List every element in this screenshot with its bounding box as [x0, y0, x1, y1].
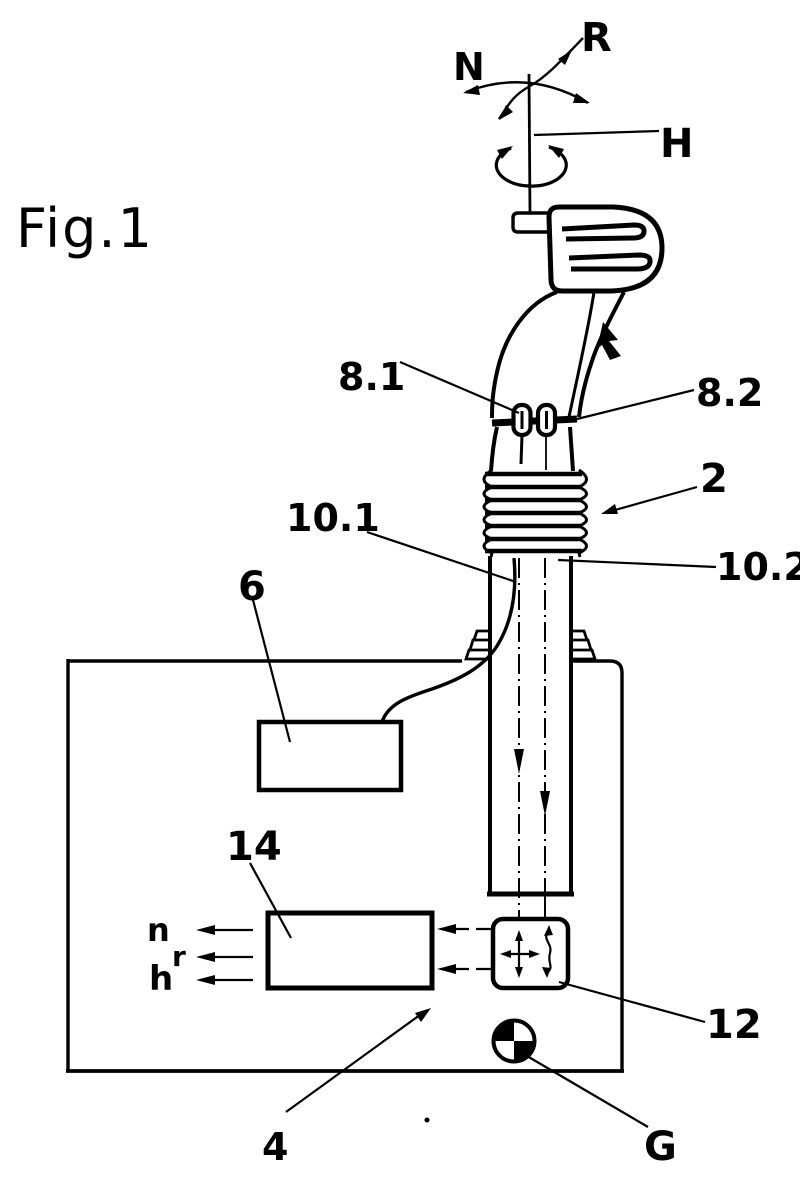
- tilt-r-arrowhead-up-icon: [558, 50, 572, 65]
- figure-caption: Fig.1: [16, 197, 154, 260]
- leader-12: [558, 980, 706, 1024]
- label-n: N: [453, 45, 485, 89]
- tilt-n-arrowhead-right-icon: [573, 93, 590, 103]
- flow-arrow-down-1-icon: [514, 749, 524, 774]
- housing-top-right-and-right-edge: [571, 659, 624, 1070]
- label-out-h: h: [149, 959, 173, 999]
- tilt-r-arrowhead-down-icon: [499, 105, 513, 120]
- grommet-left-steps: [464, 629, 490, 661]
- gravity-quadrant-topleft: [493, 1020, 514, 1041]
- label-4: 4: [262, 1125, 288, 1169]
- evaluation-box-group: 14 n r h: [147, 824, 435, 999]
- tilt-r-arrow-line: [497, 37, 584, 120]
- label-8-1: 8.1: [338, 355, 405, 399]
- shower-head-group: [490, 204, 665, 419]
- label-out-r: r: [172, 940, 186, 973]
- rotation-arrowhead-left-icon: [497, 146, 513, 159]
- label-6: 6: [238, 564, 266, 610]
- tilt-n-arrow-arc: [465, 81, 589, 105]
- height-h-line: [533, 129, 660, 137]
- neck-right-outer-line: [577, 291, 626, 418]
- signal-cable: [380, 557, 517, 723]
- rotation-s-arrow: [545, 930, 552, 973]
- leader-g: [526, 1055, 649, 1128]
- crosshair-down-head-icon: [515, 967, 523, 978]
- link-arrow-top-head-icon: [437, 924, 456, 934]
- neck-right-inner-line: [567, 291, 596, 418]
- neck-below-clamp-left: [489, 426, 499, 472]
- output-arrow-h-head-icon: [196, 975, 215, 985]
- head-slot-upper: [561, 222, 647, 242]
- shower-head-outline: [546, 204, 665, 294]
- neck-left-line: [490, 290, 558, 419]
- s-arrow-bottom-head-icon: [542, 967, 551, 978]
- base-housing-group: 4: [66, 659, 624, 1169]
- trigger-arrow-icon: [597, 322, 621, 360]
- clamp-band: [491, 415, 578, 427]
- evaluation-box-14: [265, 910, 435, 991]
- label-14: 14: [226, 824, 282, 870]
- leader-8-1: [399, 360, 520, 415]
- bellows-ridges: [485, 471, 582, 554]
- bellows-left-corrugation: [482, 468, 496, 558]
- neck-below-clamp-right: [568, 426, 575, 472]
- crosshair-left-head-icon: [500, 950, 511, 958]
- label-10-1: 10.1: [286, 496, 380, 540]
- gravity-quadrant-bottomright: [514, 1041, 535, 1062]
- label-2: 2: [700, 456, 728, 502]
- control-box-6: [256, 719, 404, 793]
- link-arrow-bottom-head-icon: [437, 964, 456, 974]
- pivot-axis-line: [527, 73, 532, 215]
- output-arrow-r-head-icon: [196, 952, 215, 962]
- arrow-2-line: [607, 485, 698, 514]
- tilt-n-arrowhead-left-icon: [463, 85, 480, 95]
- control-box-group: 6: [238, 557, 517, 793]
- flow-arrow-down-2-icon: [540, 791, 550, 816]
- output-arrows: [196, 925, 253, 985]
- arrow-2-head-icon: [601, 504, 618, 514]
- clamp-left-stem: [519, 434, 524, 465]
- guide-tube-group: [464, 556, 597, 931]
- label-r: R: [581, 15, 612, 61]
- grommet-right-steps: [571, 629, 597, 661]
- head-slot-lower: [568, 252, 653, 272]
- bellows-group: 2 10.1 10.2: [286, 456, 800, 589]
- arrow-4-head-icon: [415, 1008, 431, 1022]
- bellows-right-corrugation: [575, 468, 588, 558]
- leader-8-2: [572, 388, 695, 422]
- gravity-symbol-group: G: [491, 1018, 677, 1170]
- sensor-box-group: 12: [437, 916, 762, 1048]
- label-out-n: n: [147, 911, 170, 949]
- head-mount-stub: [511, 211, 549, 234]
- axis-motion-group: N R H: [453, 15, 693, 215]
- clamp-group: 8.1 8.2: [338, 355, 763, 472]
- crosshair-up-head-icon: [515, 930, 523, 941]
- label-g: G: [644, 1124, 677, 1170]
- arrow-4-line: [285, 1011, 425, 1113]
- leader-10-2: [557, 558, 717, 569]
- crosshair-right-head-icon: [529, 950, 540, 958]
- label-h: H: [660, 121, 693, 167]
- rotation-arrowhead-right-icon: [548, 145, 564, 158]
- rotation-ellipse: [494, 145, 568, 188]
- label-8-2: 8.2: [696, 371, 763, 415]
- s-arrow-top-head-icon: [544, 925, 553, 936]
- output-arrow-n-head-icon: [196, 925, 215, 935]
- leader-14: [249, 862, 292, 939]
- stray-dot: [424, 1117, 430, 1123]
- label-10-2: 10.2: [716, 545, 800, 589]
- label-12: 12: [706, 1002, 762, 1048]
- leader-6: [251, 599, 292, 743]
